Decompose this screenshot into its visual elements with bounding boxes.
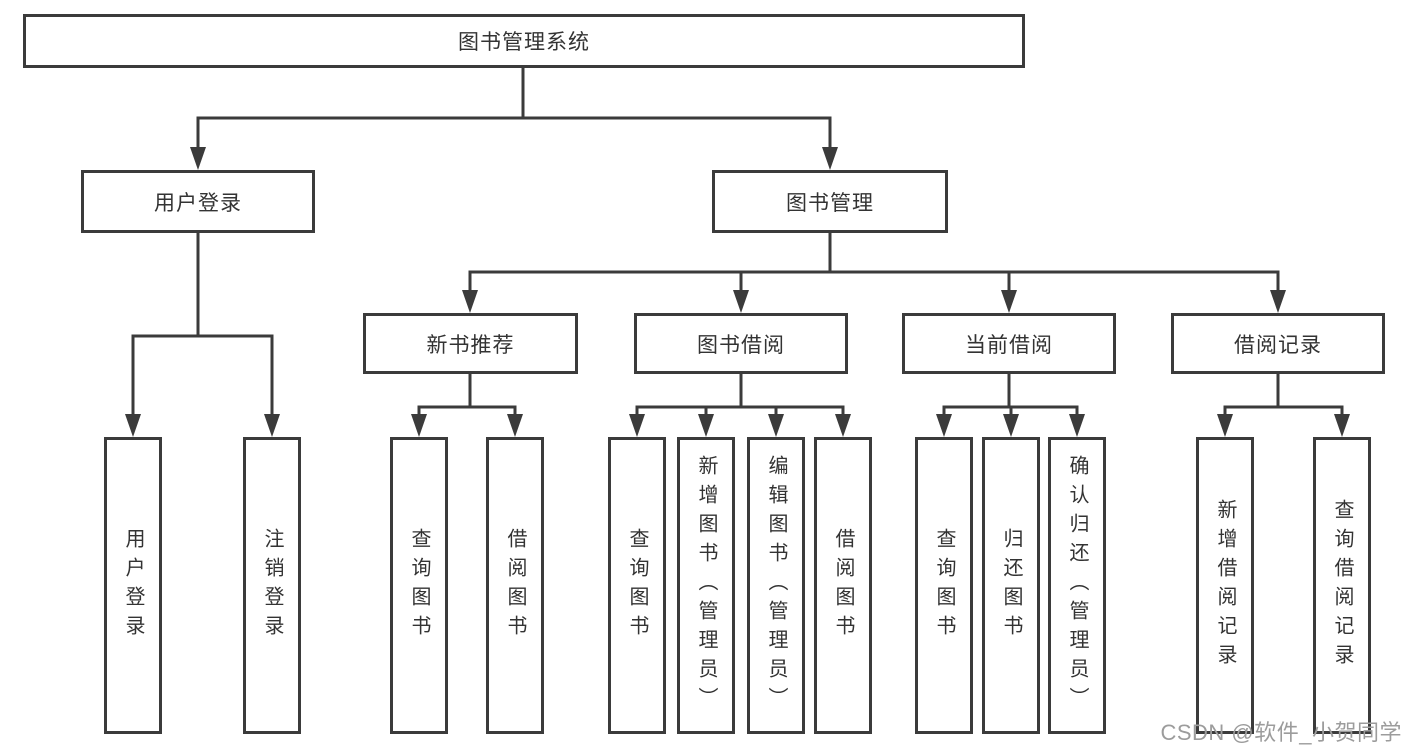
node-leaf-logout: 注销登录 — [243, 437, 301, 734]
node-new-book-recommendation: 新书推荐 — [363, 313, 578, 374]
node-label: 查询图书 — [933, 527, 955, 644]
node-label: 查询借阅记录 — [1331, 498, 1353, 673]
node-library-management-system: 图书管理系统 — [23, 14, 1025, 68]
node-label: 编辑图书（管理员） — [765, 455, 787, 716]
node-label: 查询图书 — [626, 527, 648, 644]
node-book-management: 图书管理 — [712, 170, 948, 233]
node-label: 归还图书 — [1000, 527, 1022, 644]
node-label: 确认归还（管理员） — [1066, 455, 1088, 716]
node-leaf-add-borrow-record: 新增借阅记录 — [1196, 437, 1254, 734]
node-book-borrowing: 图书借阅 — [634, 313, 848, 374]
node-leaf-borrow-books-recommend: 借阅图书 — [486, 437, 544, 734]
node-label: 用户登录 — [122, 527, 144, 644]
csdn-watermark: CSDN @软件_小贺同学 — [1160, 720, 1402, 745]
node-leaf-query-books-recommend: 查询图书 — [390, 437, 448, 734]
node-leaf-query-books-current: 查询图书 — [915, 437, 973, 734]
node-label: 查询图书 — [408, 527, 430, 644]
node-label: 当前借阅 — [965, 333, 1053, 357]
node-label: 图书管理 — [786, 191, 874, 215]
node-label: 用户登录 — [154, 191, 242, 215]
node-label: 新增图书（管理员） — [695, 455, 717, 716]
node-label: 新增借阅记录 — [1214, 498, 1236, 673]
node-current-borrowing: 当前借阅 — [902, 313, 1116, 374]
node-label: 注销登录 — [261, 527, 283, 644]
node-leaf-confirm-return-admin: 确认归还（管理员） — [1048, 437, 1106, 734]
node-label: 图书借阅 — [697, 333, 785, 357]
node-leaf-user-login: 用户登录 — [104, 437, 162, 734]
node-label: 新书推荐 — [426, 333, 515, 357]
node-borrowing-records: 借阅记录 — [1171, 313, 1385, 374]
node-leaf-return-books: 归还图书 — [982, 437, 1040, 734]
node-user-login: 用户登录 — [81, 170, 315, 233]
node-label: 借阅图书 — [504, 527, 526, 644]
node-leaf-edit-books-admin: 编辑图书（管理员） — [747, 437, 805, 734]
node-leaf-query-borrow-record: 查询借阅记录 — [1313, 437, 1371, 734]
node-leaf-borrow-books: 借阅图书 — [814, 437, 872, 734]
node-label: 图书管理系统 — [458, 31, 590, 54]
node-leaf-query-books-borrow: 查询图书 — [608, 437, 666, 734]
node-label: 借阅记录 — [1234, 333, 1322, 357]
node-label: 借阅图书 — [832, 527, 854, 644]
node-leaf-add-books-admin: 新增图书（管理员） — [677, 437, 735, 734]
